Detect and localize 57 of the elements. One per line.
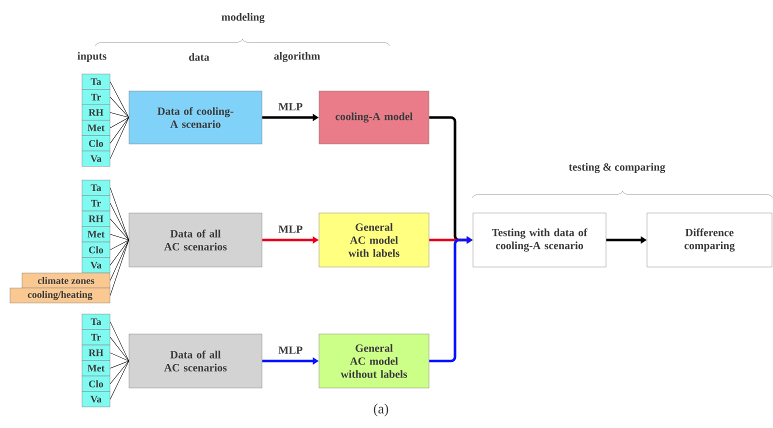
process-box: Data of all AC scenarios (128, 212, 262, 268)
input-cell: cooling/heating (10, 288, 110, 304)
input-cell: Va (82, 391, 110, 408)
input-cell: RH (82, 344, 110, 361)
input-cell: Met (82, 360, 110, 376)
connector-line (110, 81, 130, 118)
input-cell: Clo (82, 135, 110, 152)
connector-line (110, 202, 130, 240)
input-cell: Ta (82, 74, 110, 90)
input-cell: Tr (82, 329, 110, 346)
input-cell: Ta (82, 180, 110, 196)
input-cell: Va (82, 257, 110, 274)
connector-line (110, 117, 130, 144)
input-cell: climate zones (22, 272, 110, 288)
input-cell: Ta (82, 314, 110, 330)
heading-label: algorithm (274, 52, 320, 62)
heading-label: testing & comparing (568, 162, 666, 174)
connector-line (110, 336, 130, 362)
edge-label: MLP (278, 346, 302, 354)
input-cell: Met (82, 120, 110, 136)
caption-label: (a) (374, 404, 388, 416)
connector-line (110, 234, 130, 240)
edge-label: MLP (278, 226, 302, 233)
connector-line (110, 322, 130, 362)
connector-line (110, 240, 130, 250)
process-box: Data of all AC scenarios (128, 334, 262, 388)
process-box: Testing with data of cooling-A scenario (472, 212, 606, 268)
input-cell: Tr (82, 195, 110, 212)
connector-line (110, 240, 130, 281)
input-cell: Clo (82, 376, 110, 392)
heading-label: data (189, 53, 210, 61)
input-cell: RH (82, 210, 110, 227)
connector-line (110, 117, 130, 159)
connector-line (110, 360, 130, 400)
connector-line (110, 188, 130, 240)
connector-line (110, 218, 130, 240)
process-box: cooling-A model (318, 90, 430, 144)
connector-line (110, 360, 130, 368)
process-box: Data of cooling-A scenario (128, 90, 262, 144)
process-box: General AC model with labels (318, 212, 430, 268)
connector-line (110, 117, 130, 128)
input-cell: RH (82, 104, 110, 120)
connector-line (110, 240, 130, 296)
edge-label: MLP (278, 103, 302, 110)
input-cell: Met (82, 226, 110, 242)
connector-line (110, 96, 130, 118)
process-box: Difference comparing (646, 212, 772, 268)
connector-line (110, 112, 130, 118)
heading-label: inputs (78, 52, 106, 62)
heading-label: modeling (222, 12, 265, 24)
connector-line (110, 352, 130, 362)
process-box: General AC model without labels (318, 334, 430, 388)
connector-line (110, 240, 130, 266)
input-cell: Tr (82, 89, 110, 105)
connector-line (110, 360, 130, 384)
input-cell: Va (82, 150, 110, 167)
input-cell: Clo (82, 242, 110, 258)
